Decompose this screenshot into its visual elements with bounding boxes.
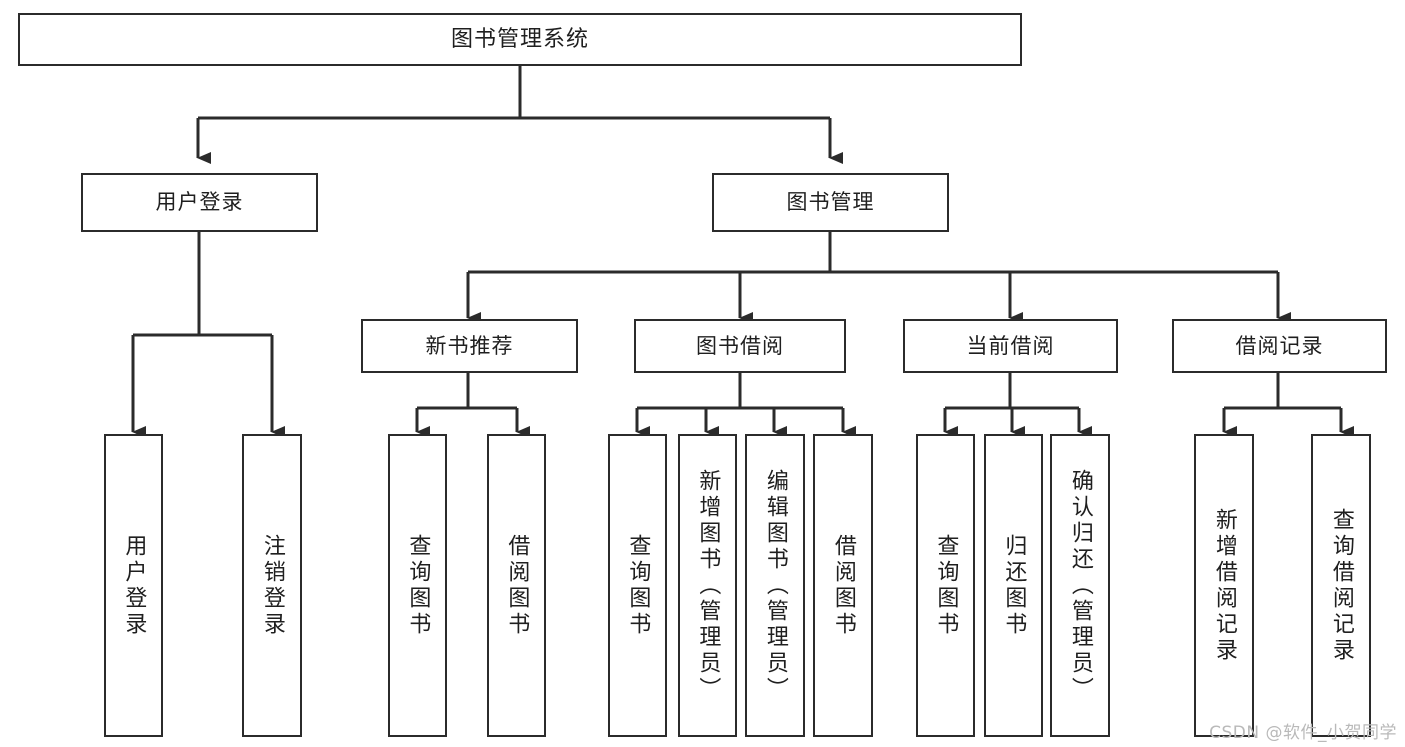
node-label: 注销登录	[259, 533, 285, 638]
leaf-add-borrow-record[interactable]: 新增借阅记录	[1194, 434, 1254, 737]
node-label: 图书管理系统	[450, 26, 589, 52]
node-label: 新增借阅记录	[1211, 507, 1237, 664]
node-label: 图书管理	[786, 190, 875, 215]
leaf-query-book-current[interactable]: 查询图书	[916, 434, 975, 737]
node-root-book-management-system[interactable]: 图书管理系统	[18, 13, 1022, 66]
leaf-add-book-admin[interactable]: 新增图书（管理员）	[678, 434, 737, 737]
leaf-user-login[interactable]: 用户登录	[104, 434, 163, 737]
node-label: 图书借阅	[696, 333, 784, 358]
node-label: 查询借阅记录	[1328, 507, 1354, 664]
leaf-query-book-borrow[interactable]: 查询图书	[608, 434, 667, 737]
node-label: 新增图书（管理员）	[695, 468, 721, 703]
node-label: 查询图书	[405, 533, 431, 638]
leaf-borrow-book-recommend[interactable]: 借阅图书	[487, 434, 546, 737]
leaf-edit-book-admin[interactable]: 编辑图书（管理员）	[745, 434, 805, 737]
node-new-book-recommend[interactable]: 新书推荐	[361, 319, 578, 373]
node-label: 当前借阅	[966, 333, 1055, 358]
node-label: 查询图书	[933, 533, 959, 638]
node-label: 新书推荐	[425, 333, 514, 358]
csdn-watermark: CSDN @软件_小贺同学	[1209, 723, 1397, 743]
leaf-return-book[interactable]: 归还图书	[984, 434, 1043, 737]
node-label: 归还图书	[1001, 533, 1027, 638]
node-label: 编辑图书（管理员）	[762, 468, 788, 703]
node-book-borrow[interactable]: 图书借阅	[634, 319, 846, 373]
node-user-login[interactable]: 用户登录	[81, 173, 318, 232]
node-current-borrow[interactable]: 当前借阅	[903, 319, 1118, 373]
node-label: 借阅图书	[504, 533, 530, 638]
node-book-management[interactable]: 图书管理	[712, 173, 949, 232]
node-label: 用户登录	[155, 190, 244, 215]
node-label: 查询图书	[625, 533, 651, 638]
node-label: 借阅图书	[830, 533, 856, 638]
leaf-query-book-recommend[interactable]: 查询图书	[388, 434, 447, 737]
node-label: 借阅记录	[1235, 333, 1324, 358]
leaf-confirm-return-admin[interactable]: 确认归还（管理员）	[1050, 434, 1110, 737]
node-label: 用户登录	[121, 533, 147, 638]
leaf-borrow-book[interactable]: 借阅图书	[813, 434, 873, 737]
leaf-query-borrow-record[interactable]: 查询借阅记录	[1311, 434, 1371, 737]
node-borrow-record[interactable]: 借阅记录	[1172, 319, 1387, 373]
node-label: 确认归还（管理员）	[1067, 468, 1093, 703]
leaf-logout[interactable]: 注销登录	[242, 434, 302, 737]
